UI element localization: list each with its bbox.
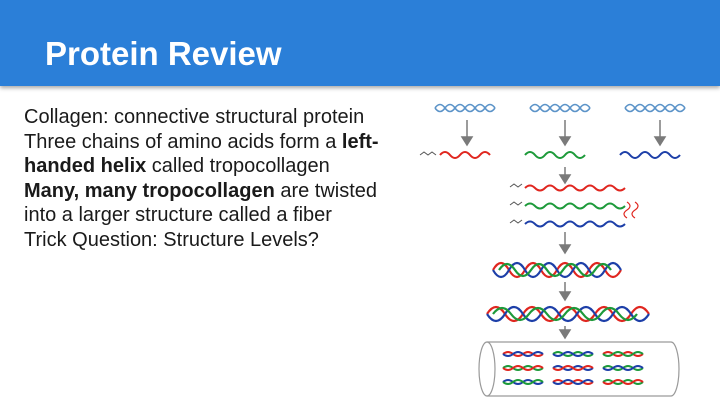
bullet-line: Many, many tropocollagen are twisted int… — [24, 179, 409, 228]
aligning-chains — [509, 183, 639, 228]
text-run: Trick Question: Structure Levels? — [24, 228, 319, 251]
green-chain — [524, 151, 586, 159]
text-run: Three chains of amino acids form a — [24, 130, 342, 153]
bold-term: Many, many tropocollagen — [24, 179, 275, 202]
triple-helix — [492, 261, 622, 279]
single-chain-group — [419, 151, 681, 159]
raw-chain — [624, 103, 686, 113]
arrow-group — [558, 232, 572, 255]
arrow-down-icon — [653, 136, 667, 147]
header-bar: Protein Review — [0, 0, 720, 86]
triple-helix — [486, 305, 650, 323]
bullet-line: Trick Question: Structure Levels? — [24, 228, 409, 253]
raw-chain-group — [434, 103, 686, 113]
arrow-down-icon — [558, 136, 572, 147]
blue-chain — [619, 151, 681, 159]
arrow-group — [558, 326, 572, 340]
arrow-down-icon — [558, 174, 572, 185]
slide-title: Protein Review — [45, 35, 282, 72]
arrow-group — [558, 282, 572, 302]
arrow-down-icon — [558, 291, 572, 302]
bold-term: left-handed helix — [24, 130, 379, 178]
raw-chain — [529, 103, 591, 113]
arrow-down-icon — [558, 244, 572, 255]
slide-body: Collagen: connective structural protein … — [24, 105, 409, 253]
raw-chain — [434, 103, 496, 113]
arrow-down-icon — [558, 329, 572, 340]
red-chain — [439, 151, 491, 159]
arrow-down-icon — [460, 136, 474, 147]
arrow-group — [558, 167, 572, 185]
bullet-line: Three chains of amino acids form a left-… — [24, 130, 409, 179]
bullet-line: Collagen: connective structural protein — [24, 105, 409, 130]
text-run: called tropocollagen — [146, 155, 330, 178]
arrow-group — [460, 120, 667, 147]
text-run: Collagen: connective structural protein — [24, 106, 365, 128]
text-run: are twisted into a larger structure call… — [24, 179, 378, 227]
fiber-bundle — [478, 341, 680, 397]
collagen-assembly-illustration — [419, 103, 686, 397]
